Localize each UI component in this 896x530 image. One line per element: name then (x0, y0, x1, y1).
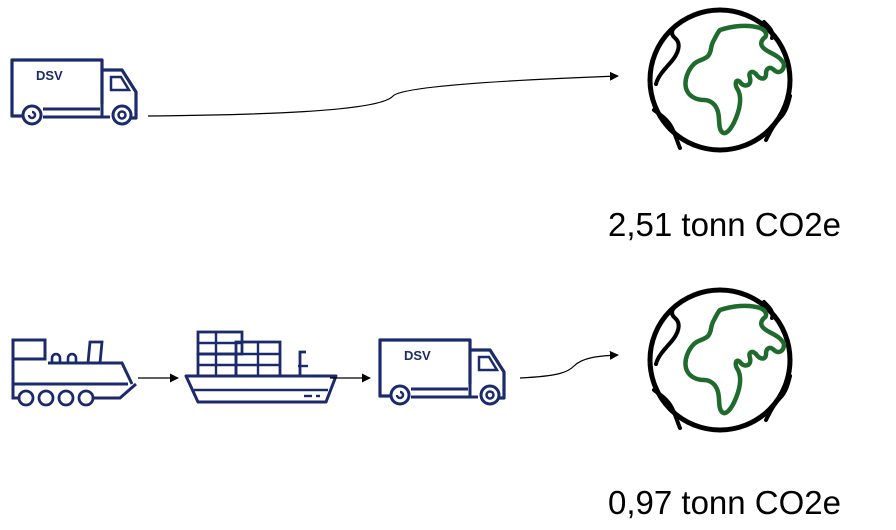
scenario-2: DSV (11, 290, 790, 430)
emission-value-scenario-2: 0,97 tonn CO2e (608, 484, 841, 521)
emission-value-scenario-1: 2,51 tonn CO2e (608, 206, 841, 243)
truck-icon: DSV (378, 338, 506, 406)
globe-icon (650, 10, 790, 150)
arrow-icon (147, 71, 619, 117)
truck-icon: DSV (10, 58, 138, 126)
globe-icon (650, 290, 790, 430)
arrow-icon (519, 350, 619, 379)
scenario-1: DSV (10, 10, 790, 150)
train-icon (11, 338, 138, 407)
truck-logo: DSV (404, 348, 431, 363)
cargo-ship-icon (184, 330, 338, 404)
truck-logo: DSV (36, 68, 63, 83)
